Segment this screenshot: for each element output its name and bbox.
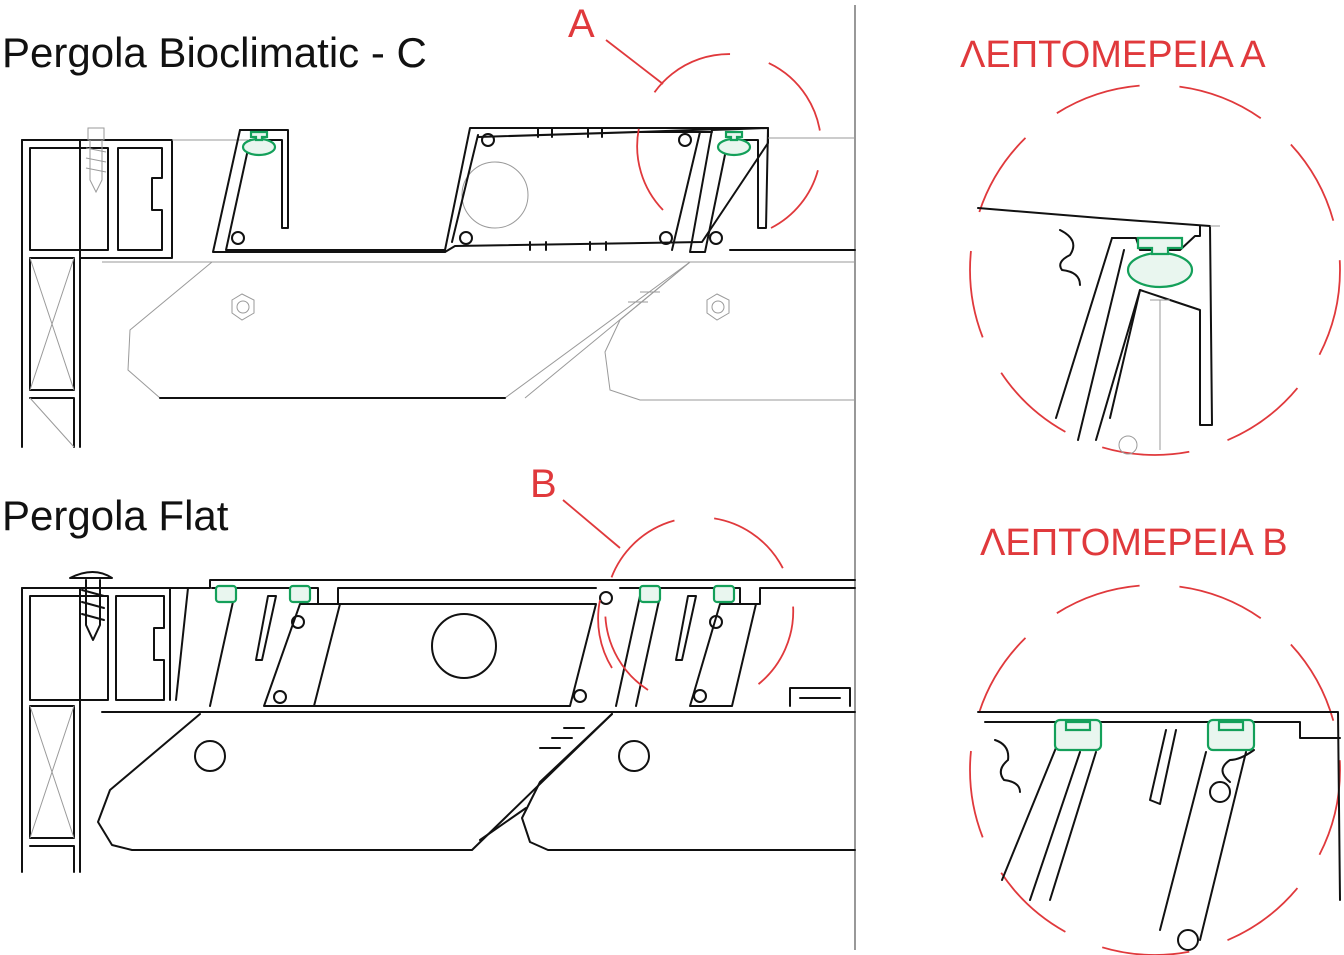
callout-circle-a: A <box>568 2 823 229</box>
callout-label-b: B <box>530 462 557 506</box>
callout-circle-b: B <box>530 462 795 701</box>
detail-seal-b-2 <box>1206 718 1256 752</box>
frame-profile-a <box>21 127 855 448</box>
detail-title-b: ΛΕΠΤΟΜΕΡΕΙΑ Β <box>980 522 1288 564</box>
flat-section: B <box>21 462 856 873</box>
rotation-arms-b <box>97 713 856 851</box>
title-pergola-flat: Pergola Flat <box>2 492 229 539</box>
seal-a-1 <box>241 130 277 157</box>
seal-b-1 <box>214 584 238 604</box>
seal-b-3 <box>638 584 662 604</box>
seal-b-2 <box>288 584 312 604</box>
detail-view-b <box>969 584 1341 955</box>
detail-view-a <box>969 84 1341 456</box>
blade-profile-b-2 <box>599 587 856 707</box>
callout-label-a: A <box>568 2 595 46</box>
rotation-arms-a <box>127 261 855 401</box>
seal-b-4 <box>712 584 736 604</box>
blade-profile-1 <box>212 127 769 253</box>
detail-title-a: ΛΕΠΤΟΜΕΡΕΙΑ Α <box>960 34 1266 76</box>
bioclimatic-section: A <box>21 2 856 448</box>
detail-seal-a <box>1126 236 1194 289</box>
detail-seal-b-1 <box>1053 718 1103 752</box>
frame-profile-b <box>21 571 856 873</box>
title-pergola-bioclimatic: Pergola Bioclimatic - C <box>2 29 427 76</box>
blade-profile-2 <box>689 127 856 253</box>
seal-a-2 <box>716 130 752 157</box>
blade-profile-b-1 <box>209 587 597 707</box>
